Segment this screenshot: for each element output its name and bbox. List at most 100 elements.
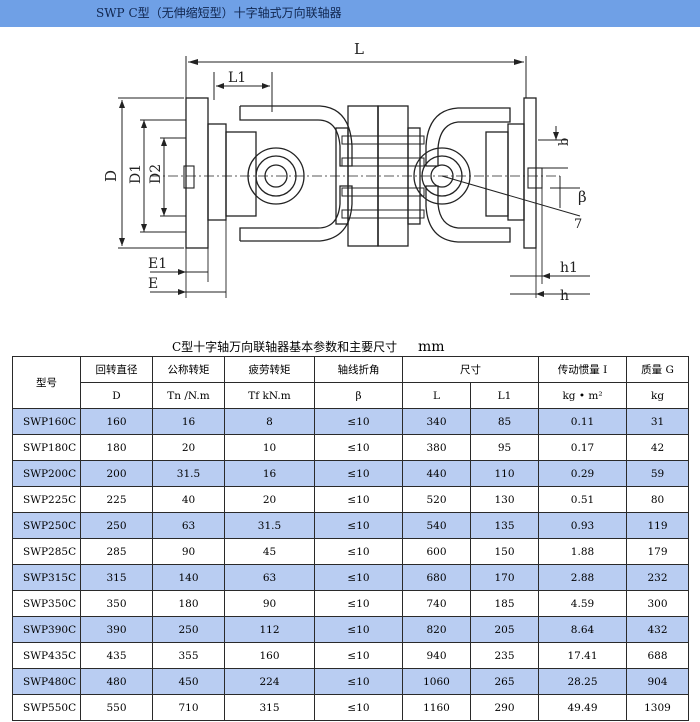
cell-I: 1.88 (538, 538, 627, 565)
cell-Tn: 20 (152, 434, 225, 461)
cell-beta: ≤10 (314, 694, 403, 721)
unit-L: L (402, 382, 471, 409)
cell-model: SWP160C (12, 408, 81, 435)
cell-Tn: 40 (152, 486, 225, 513)
dim-label-L: L (354, 40, 364, 58)
cell-L1: 95 (470, 434, 539, 461)
cell-L1: 290 (470, 694, 539, 721)
cell-model: SWP315C (12, 564, 81, 591)
cell-model: SWP200C (12, 460, 81, 487)
cell-G: 300 (626, 590, 689, 617)
cell-I: 8.64 (538, 616, 627, 643)
cell-Tn: 140 (152, 564, 225, 591)
col-fatigue: 疲劳转矩 (224, 356, 315, 383)
cell-G: 80 (626, 486, 689, 513)
dim-label-h: h (560, 288, 569, 304)
cell-D: 315 (80, 564, 153, 591)
cell-D: 250 (80, 512, 153, 539)
cell-L: 680 (402, 564, 471, 591)
cell-L: 1060 (402, 668, 471, 695)
cell-Tn: 180 (152, 590, 225, 617)
cell-beta: ≤10 (314, 434, 403, 461)
dim-label-D2: D2 (148, 164, 164, 184)
cell-L: 540 (402, 512, 471, 539)
cell-G: 904 (626, 668, 689, 695)
unit-mass: kg (626, 382, 689, 409)
cell-D: 160 (80, 408, 153, 435)
cell-Tn: 63 (152, 512, 225, 539)
cell-Tf: 224 (224, 668, 315, 695)
cell-L: 600 (402, 538, 471, 565)
unit-angle: β (314, 382, 403, 409)
cell-Tf: 112 (224, 616, 315, 643)
cell-Tn: 16 (152, 408, 225, 435)
cell-L1: 185 (470, 590, 539, 617)
cell-model: SWP250C (12, 512, 81, 539)
cell-Tf: 45 (224, 538, 315, 565)
col-inertia: 传动惯量 I (538, 356, 627, 383)
cell-G: 432 (626, 616, 689, 643)
unit-diameter: D (80, 382, 153, 409)
cell-beta: ≤10 (314, 616, 403, 643)
cell-G: 232 (626, 564, 689, 591)
cell-D: 350 (80, 590, 153, 617)
dim-label-L1: L1 (228, 70, 246, 86)
cell-L1: 135 (470, 512, 539, 539)
cell-G: 1309 (626, 694, 689, 721)
cell-I: 0.17 (538, 434, 627, 461)
header-row-1: 型号 回转直径 公称转矩 疲劳转矩 轴线折角 尺寸 传动惯量 I 质量 G (12, 356, 689, 409)
cell-beta: ≤10 (314, 590, 403, 617)
col-torque: 公称转矩 (152, 356, 225, 383)
cell-Tf: 63 (224, 564, 315, 591)
dim-label-7: 7 (574, 217, 582, 232)
table-caption: C型十字轴万向联轴器基本参数和主要尺寸 mm (0, 336, 700, 358)
cell-D: 285 (80, 538, 153, 565)
dim-label-beta: β (578, 188, 587, 206)
cell-G: 42 (626, 434, 689, 461)
dim-label-E1: E1 (148, 256, 167, 272)
cell-D: 480 (80, 668, 153, 695)
cell-L1: 130 (470, 486, 539, 513)
col-size: 尺寸 (402, 356, 539, 383)
cell-L1: 235 (470, 642, 539, 669)
cell-L1: 110 (470, 460, 539, 487)
cell-beta: ≤10 (314, 408, 403, 435)
cell-I: 2.88 (538, 564, 627, 591)
cell-L: 520 (402, 486, 471, 513)
cell-G: 119 (626, 512, 689, 539)
cell-G: 179 (626, 538, 689, 565)
cell-Tf: 31.5 (224, 512, 315, 539)
dim-label-b: b (557, 138, 572, 146)
cell-G: 31 (626, 408, 689, 435)
cell-model: SWP350C (12, 590, 81, 617)
spec-table: 型号 回转直径 公称转矩 疲劳转矩 轴线折角 尺寸 传动惯量 I 质量 G D … (12, 356, 689, 721)
cell-beta: ≤10 (314, 460, 403, 487)
cell-I: 0.51 (538, 486, 627, 513)
cell-Tf: 10 (224, 434, 315, 461)
cell-Tf: 315 (224, 694, 315, 721)
cell-I: 0.93 (538, 512, 627, 539)
cell-L1: 150 (470, 538, 539, 565)
cell-I: 17.41 (538, 642, 627, 669)
cell-L: 1160 (402, 694, 471, 721)
coupling-drawing: L L1 (90, 36, 610, 308)
cell-Tf: 90 (224, 590, 315, 617)
cell-Tf: 20 (224, 486, 315, 513)
cell-D: 550 (80, 694, 153, 721)
cell-I: 0.11 (538, 408, 627, 435)
cell-L: 940 (402, 642, 471, 669)
cell-I: 49.49 (538, 694, 627, 721)
cell-beta: ≤10 (314, 564, 403, 591)
dim-label-h1: h1 (560, 260, 578, 276)
unit-torque: Tn /N.m (152, 382, 225, 409)
col-angle: 轴线折角 (314, 356, 403, 383)
cell-model: SWP285C (12, 538, 81, 565)
cell-D: 435 (80, 642, 153, 669)
